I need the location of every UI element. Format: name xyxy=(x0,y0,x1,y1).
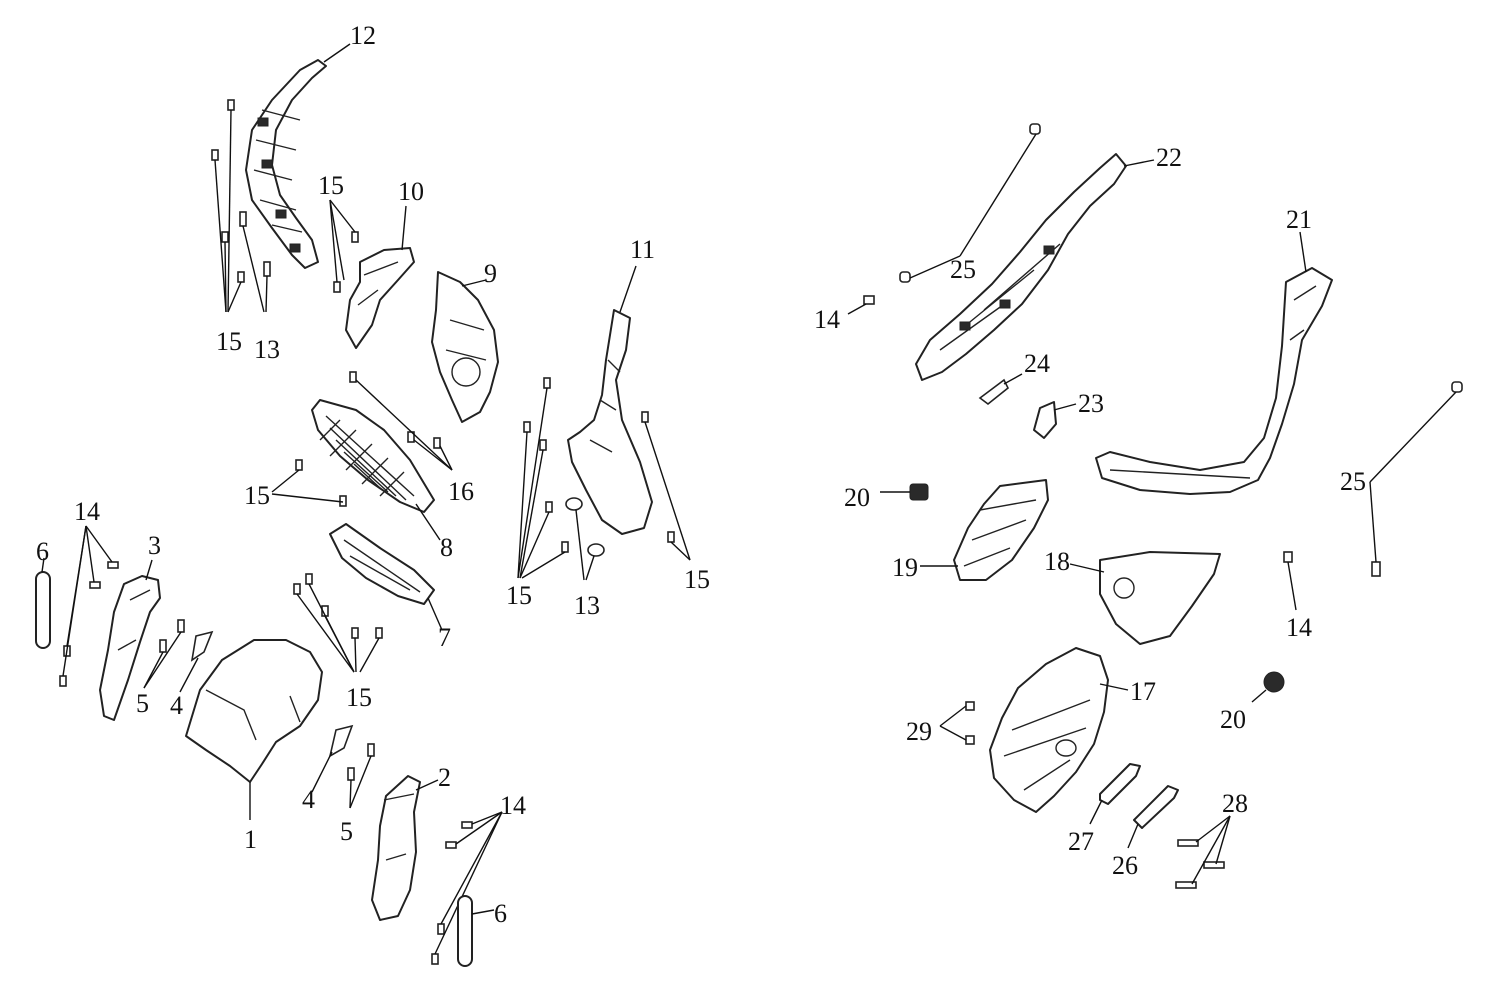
part-26-strip xyxy=(1127,785,1179,849)
springs-5-group-b xyxy=(347,743,375,809)
label-15: 15 xyxy=(318,171,344,200)
part-12-frame xyxy=(245,59,327,269)
screws-15-group-e xyxy=(293,573,383,673)
part-10-bracket xyxy=(345,247,415,349)
screws-14-group-b xyxy=(431,811,503,965)
label-20: 20 xyxy=(1220,705,1246,734)
label-19: 19 xyxy=(892,553,918,582)
label-20: 20 xyxy=(844,483,870,512)
leaders-left xyxy=(41,43,637,915)
part-11-side-cover xyxy=(567,309,653,535)
label-15: 15 xyxy=(346,683,372,712)
screws-16-group xyxy=(349,371,453,471)
leaders-right xyxy=(1123,159,1307,273)
part-3-left-duct xyxy=(99,575,161,721)
label-14: 14 xyxy=(1286,613,1312,642)
part-8-grille xyxy=(311,399,435,513)
label-14: 14 xyxy=(500,791,526,820)
part-18-tank-cover xyxy=(1069,551,1221,645)
label-15: 15 xyxy=(244,481,270,510)
bolt-20-a xyxy=(880,483,929,501)
label-4: 4 xyxy=(302,785,315,814)
label-15: 15 xyxy=(506,581,532,610)
label-29: 29 xyxy=(906,717,932,746)
screws-25-group-a xyxy=(899,123,1041,283)
label-14: 14 xyxy=(74,497,100,526)
screws-14-group-a xyxy=(59,525,119,687)
screw-14-d xyxy=(1283,551,1297,611)
label-15: 15 xyxy=(684,565,710,594)
label-15: 15 xyxy=(216,327,242,356)
label-13: 13 xyxy=(574,591,600,620)
part-2-right-duct xyxy=(371,775,421,921)
part-7-lower-panel xyxy=(329,523,435,605)
label-25: 25 xyxy=(950,255,976,284)
screws-15-group-a xyxy=(211,99,271,313)
label-17: 17 xyxy=(1130,677,1156,706)
grommets-13-group-b xyxy=(565,497,605,581)
label-6: 6 xyxy=(494,899,507,928)
screws-25-group-b xyxy=(1369,381,1463,577)
label-5: 5 xyxy=(136,689,149,718)
label-12: 12 xyxy=(350,21,376,50)
part-6-strip-a xyxy=(35,571,51,649)
screw-14-c xyxy=(847,295,875,315)
part-1-front-fender xyxy=(185,639,323,783)
label-10: 10 xyxy=(398,177,424,206)
label-27: 27 xyxy=(1068,827,1094,856)
label-3: 3 xyxy=(148,531,161,560)
springs-5-group-a xyxy=(143,619,185,689)
label-16: 16 xyxy=(448,477,474,506)
part-9-panel xyxy=(431,271,499,423)
label-7: 7 xyxy=(438,623,451,652)
part-6-strip-b xyxy=(457,895,473,967)
label-28: 28 xyxy=(1222,789,1248,818)
screws-15-group-b xyxy=(329,199,359,293)
label-18: 18 xyxy=(1044,547,1070,576)
screws-29-group xyxy=(939,701,975,745)
label-1: 1 xyxy=(244,825,257,854)
part-19-guard xyxy=(920,479,1049,581)
screws-15-group-c xyxy=(517,377,691,579)
label-6: 6 xyxy=(36,537,49,566)
label-21: 21 xyxy=(1286,205,1312,234)
bolts-28-group xyxy=(1175,815,1231,889)
part-24-clip xyxy=(978,373,1023,406)
label-14: 14 xyxy=(814,305,840,334)
label-23: 23 xyxy=(1078,389,1104,418)
label-25: 25 xyxy=(1340,467,1366,496)
label-26: 26 xyxy=(1112,851,1138,880)
label-8: 8 xyxy=(440,533,453,562)
label-4: 4 xyxy=(170,691,183,720)
part-17-body-cover xyxy=(989,647,1129,813)
part-22-side-rail xyxy=(915,153,1127,381)
clip-4-a xyxy=(179,630,214,693)
part-27-strip xyxy=(1089,763,1141,825)
label-22: 22 xyxy=(1156,143,1182,172)
label-24: 24 xyxy=(1024,349,1050,378)
label-13: 13 xyxy=(254,335,280,364)
screws-15-group-d xyxy=(271,459,347,507)
label-11: 11 xyxy=(630,235,655,264)
part-23-bracket xyxy=(1033,401,1077,439)
part-21-side-frame xyxy=(1095,267,1333,495)
clip-4-b xyxy=(311,724,354,793)
label-5: 5 xyxy=(340,817,353,846)
callout-labels: 12 15 10 9 15 13 11 16 15 8 14 3 6 7 15 … xyxy=(36,21,1366,928)
bolt-20-b xyxy=(1251,671,1285,703)
label-2: 2 xyxy=(438,763,451,792)
label-9: 9 xyxy=(484,259,497,288)
